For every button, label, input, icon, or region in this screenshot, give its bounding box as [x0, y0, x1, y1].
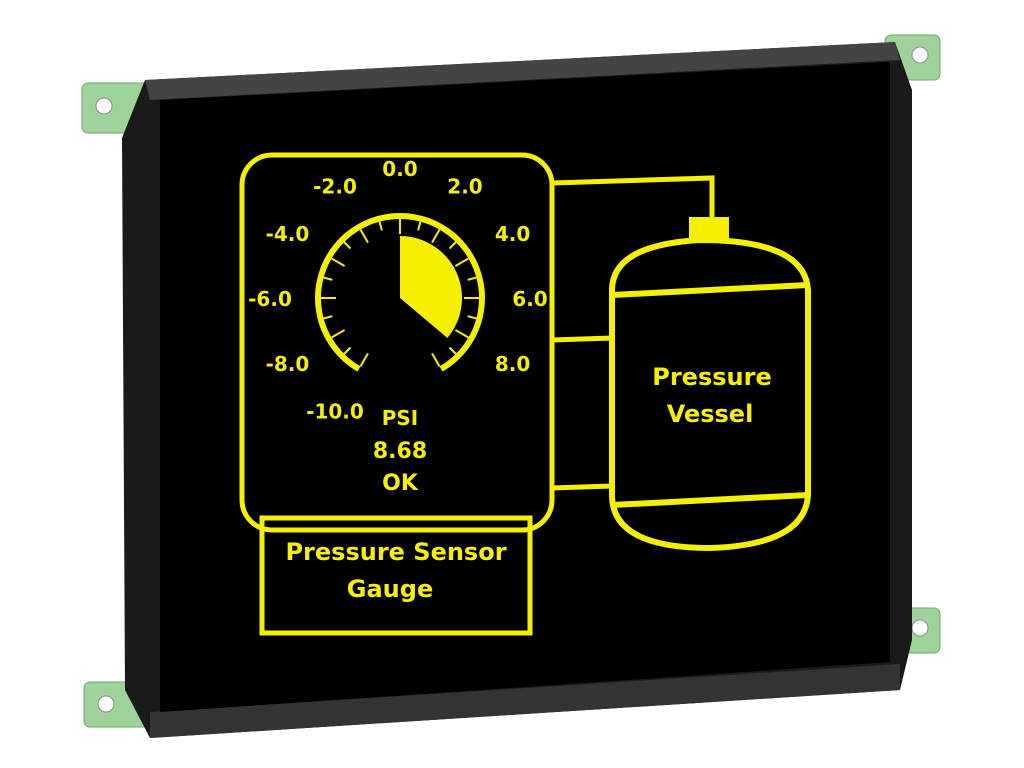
gauge-tick [467, 315, 477, 320]
gauge-tick [448, 241, 457, 250]
gauge-tick [323, 276, 333, 281]
gauge-scale-label: -10.0 [306, 400, 364, 424]
gauge-tick [448, 346, 457, 355]
gauge-unit: PSI [382, 406, 419, 430]
gauge-panel [239, 152, 555, 533]
pressure-vessel [609, 217, 811, 552]
gauge-scale-label: 2.0 [447, 174, 482, 198]
gauge-tick [359, 352, 369, 367]
gauge-tick [431, 229, 441, 244]
display-screen [160, 62, 890, 712]
gauge-arc [315, 213, 485, 372]
gauge-scale-label: -8.0 [266, 352, 310, 376]
gauge-scale-label: 6.0 [512, 287, 547, 311]
gauge-caption-line1: Pressure Sensor [285, 538, 506, 566]
gauge-tick [331, 329, 346, 339]
vessel-label-line2: Vessel [667, 400, 754, 428]
gauge-tick [467, 276, 477, 281]
gauge-tick [343, 241, 352, 250]
gauge-scale-label: 0.0 [382, 157, 417, 181]
gauge-caption-line2: Gauge [347, 575, 433, 603]
vessel-label-line1: Pressure [652, 363, 771, 391]
gauge-dial: -10.0 -8.0 -6.0 -4.0-2.0 0.0 2.0 4.0 6.0 8.0 [248, 157, 548, 424]
gauge-value-fill [400, 236, 462, 339]
gauge-scale-label: -2.0 [313, 174, 357, 198]
gauge-tick [331, 257, 346, 267]
gauge-tick [359, 229, 369, 244]
gauge-caption-box [259, 515, 533, 636]
gauge-tick [454, 257, 469, 267]
gauge-tick [323, 315, 333, 320]
gauge-tick [417, 221, 422, 231]
gauge-scale-label: -6.0 [248, 287, 292, 311]
gauge-tick [343, 346, 352, 355]
pipes [551, 175, 715, 491]
gauge-scale-label: -4.0 [266, 222, 310, 246]
gauge-tick [431, 352, 441, 367]
gauge-tick [378, 221, 383, 231]
gauge-value: 8.68 [373, 439, 427, 464]
gauge-status: OK [382, 471, 419, 496]
gauge-tick [454, 329, 469, 339]
gauge-scale-label: 4.0 [495, 222, 530, 246]
display-content: Pressure Sensor Gauge Pressure Vessel -1… [239, 152, 811, 636]
gauge-scale-label: 8.0 [495, 352, 530, 376]
